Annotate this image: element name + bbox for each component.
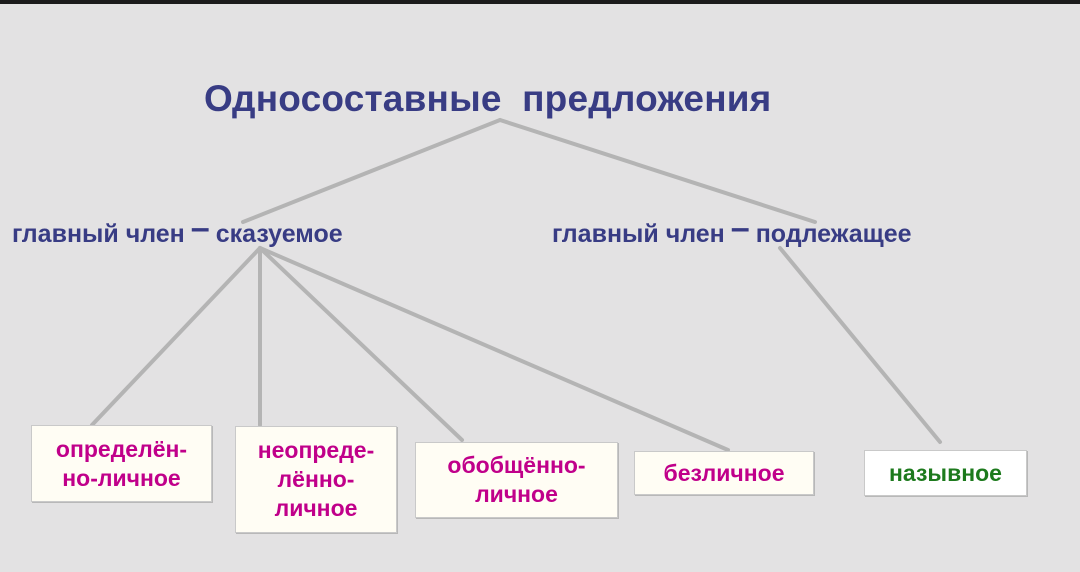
branch-predicate-label: главный член (12, 220, 185, 248)
connector-title-to-predicate (241, 118, 502, 224)
connector-title-to-subject (498, 118, 817, 224)
branch-subject-value: подлежащее (755, 220, 912, 248)
diagram-title: Односоставные предложения (204, 78, 772, 119)
branch-predicate: главный член–сказуемое (12, 209, 343, 251)
branch-subject-label: главный член (552, 220, 725, 248)
connector-predicate-to-generalized (258, 246, 464, 442)
top-border (0, 0, 1080, 4)
branch-predicate-dash: – (190, 209, 210, 247)
type-box-generalized-personal: обобщённо- личное (415, 442, 618, 518)
type-box-nominative: назывное (864, 450, 1027, 496)
branch-predicate-value: сказуемое (215, 220, 343, 248)
type-box-indefinite-personal: неопреде- лённо- личное (235, 426, 397, 533)
type-box-impersonal: безличное (634, 451, 814, 495)
connector-predicate-to-impersonal (258, 246, 730, 452)
type-box-definite-personal: определён- но-личное (31, 425, 212, 502)
connector-subject-to-nominative (778, 246, 942, 444)
branch-subject-dash: – (730, 209, 750, 247)
branch-subject: главный член–подлежащее (552, 209, 912, 251)
connector-predicate-to-definite (90, 246, 262, 427)
